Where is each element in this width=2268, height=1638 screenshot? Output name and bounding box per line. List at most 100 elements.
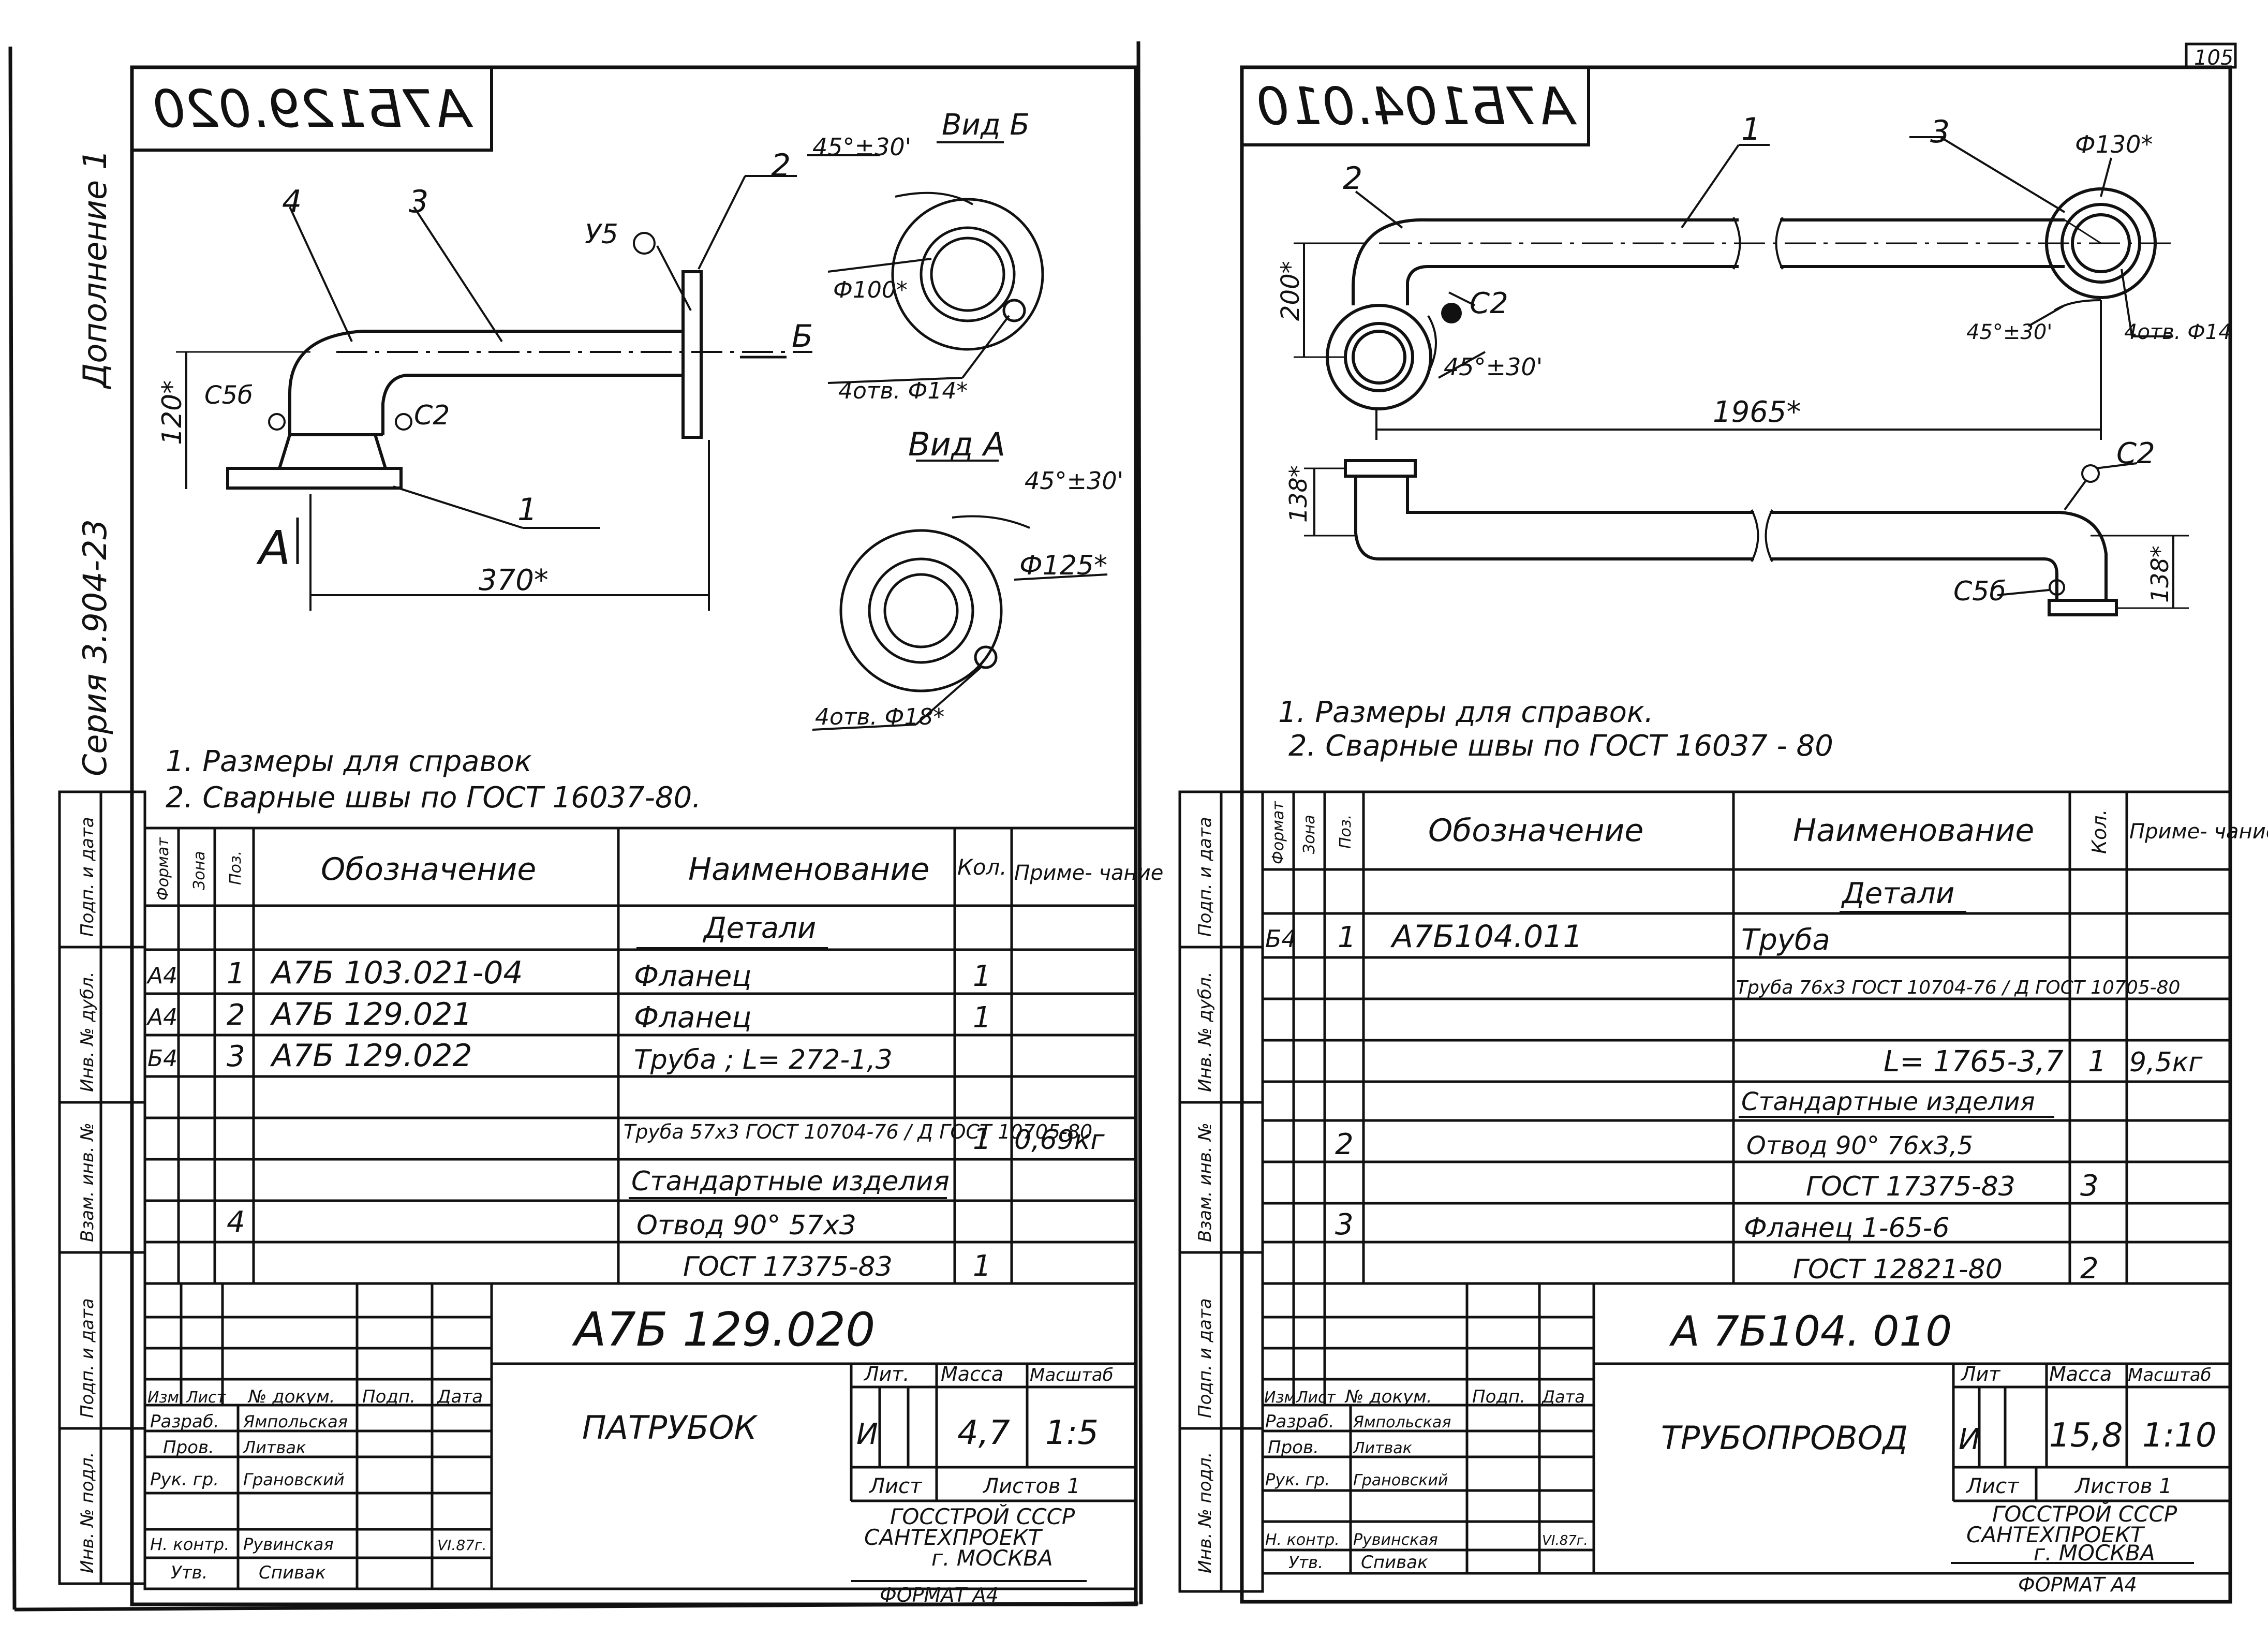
right-title-box: А7Б104.010 xyxy=(1240,66,1590,146)
right-callout-2: 2 xyxy=(1343,160,1362,197)
stamp-r3: Взам. инв. № xyxy=(1195,1123,1215,1242)
cell-name: Фланец xyxy=(634,960,752,993)
right-name-1: Литвак xyxy=(1353,1439,1412,1457)
left-callout-2: 2 xyxy=(771,147,791,184)
right-h-qty: Кол. xyxy=(2088,809,2111,854)
left-name-4: Рувинская xyxy=(243,1534,334,1554)
left-dim-120: 120* xyxy=(157,380,188,445)
left-role-2: Рук. гр. xyxy=(150,1469,219,1490)
left-h-zone: Зона xyxy=(190,851,209,890)
stamp-r1: Инв. № подл. xyxy=(1195,1452,1215,1573)
left-lit: И xyxy=(856,1418,878,1451)
right-h-note: Приме- чание xyxy=(2129,820,2268,844)
right-role-5: Утв. xyxy=(1288,1553,1323,1572)
right-angle-2: 45°±30' xyxy=(1966,320,2052,344)
right-angle-1: 45°±30' xyxy=(1444,353,1543,381)
table-row: А4 1 А7Б 103.021-04 Фланец 1 xyxy=(146,955,991,993)
left-doc-number: А7Б 129.020 xyxy=(572,1303,875,1357)
left-callouts: 4 3 2 1 У5 С2 С5б 120* 370* А Б xyxy=(157,147,813,597)
stamp-l1: Инв. № подл. xyxy=(77,1452,98,1573)
cell-qty: 3 xyxy=(2080,1169,2099,1203)
right-h-format: Формат xyxy=(1269,801,1287,864)
right-name-0: Ямпольская xyxy=(1353,1413,1451,1432)
left-view-b-arrow: Б xyxy=(792,318,813,355)
right-pipeline-side-view xyxy=(1304,459,2189,616)
left-h-name: Наименование xyxy=(688,851,929,888)
right-holes: 4отв. Ф14 xyxy=(2124,320,2232,344)
cell-name: Труба 57x3 ГОСТ 10704-76 / Д ГОСТ 10705-… xyxy=(624,1120,1092,1143)
cell-name: Фланец xyxy=(634,1001,752,1035)
left-org-3: г. МОСКВА xyxy=(931,1545,1053,1571)
cell-designation: А7Б 103.021-04 xyxy=(270,955,523,991)
right-note-2: 2. Сварные швы по ГОСТ 16037 - 80 xyxy=(1288,729,1833,763)
left-h-note: Приме- чание xyxy=(1014,861,1163,885)
cell-designation: А7Б 129.021 xyxy=(270,996,472,1032)
stamp-l3: Взам. инв. № xyxy=(77,1123,98,1242)
right-weld-c56: С5б xyxy=(1953,576,2006,607)
cell-pos: 2 xyxy=(1335,1128,1354,1161)
right-drawing-title: ТРУБОПРОВОД xyxy=(1661,1419,1908,1457)
right-callout-1: 1 xyxy=(1741,111,1761,147)
right-scale: 1:10 xyxy=(2142,1416,2217,1455)
stamp-r4: Инв. № дубл. xyxy=(1195,971,1215,1092)
right-lit: И xyxy=(1959,1423,1980,1456)
left-title-box: А7Б129.020 xyxy=(130,66,493,152)
left-drawing-title: ПАТРУБОК xyxy=(582,1409,758,1447)
left-h-designation: Обозначение xyxy=(321,851,536,888)
right-spec-headers: Формат Зона Поз. Обозначение Наименовани… xyxy=(1269,801,2268,1116)
table-row: 3 Фланец 1-65-6 xyxy=(1335,1208,1950,1244)
right-side-stamp: Подп. и дата Инв. № дубл. Взам. инв. № П… xyxy=(1178,790,1264,1593)
cell-name: Труба xyxy=(1741,923,1830,957)
left-scale: 1:5 xyxy=(1045,1414,1099,1452)
stamp-l5: Подп. и дата xyxy=(77,817,98,937)
left-hdr-list: Лист xyxy=(186,1389,227,1407)
right-weld-c2b: С2 xyxy=(2116,437,2155,470)
right-scale-header: Масштаб xyxy=(2128,1365,2212,1385)
left-date: VI.87г. xyxy=(437,1537,487,1554)
right-note-1: 1. Размеры для справок. xyxy=(1278,696,1654,729)
cell-qty: 2 xyxy=(2080,1252,2099,1286)
left-scale-header: Масштаб xyxy=(1030,1365,1114,1385)
left-name-2: Грановский xyxy=(243,1470,345,1489)
left-section-details: Детали xyxy=(702,911,816,945)
cell-name: Отвод 90° 57x3 xyxy=(636,1210,856,1241)
left-format: ФОРМАТ А4 xyxy=(880,1584,999,1606)
right-h-designation: Обозначение xyxy=(1428,813,1643,849)
cell-name: Труба ; L= 272-1,3 xyxy=(634,1044,893,1075)
left-sheet: Лист xyxy=(868,1474,923,1498)
left-section-std: Стандартные изделия xyxy=(631,1166,950,1197)
left-sheets: Листов 1 xyxy=(982,1474,1080,1498)
right-spec-rows: Б4 1 А7Б104.011 Труба Труба 76x3 ГОСТ 10… xyxy=(1265,919,2203,1286)
stamp-l4: Инв. № дубл. xyxy=(77,971,98,1092)
right-hdr-list: Лист xyxy=(1296,1389,1337,1407)
left-view-b-holes: 4отв. Ф14* xyxy=(838,378,968,404)
left-callout-1: 1 xyxy=(517,492,537,528)
left-h-format: Формат xyxy=(154,837,172,901)
right-dim-200: 200* xyxy=(1276,261,1305,321)
table-row: Труба 57x3 ГОСТ 10704-76 / Д ГОСТ 10705-… xyxy=(624,1120,1105,1156)
cell-name: Фланец 1-65-6 xyxy=(1744,1213,1950,1244)
cell-pos: 4 xyxy=(227,1205,245,1239)
right-name-2: Грановский xyxy=(1353,1471,1448,1489)
right-doc-number: А 7Б104. 010 xyxy=(1669,1307,1952,1355)
right-section-details: Детали xyxy=(1841,877,1954,910)
left-role-0: Разраб. xyxy=(150,1411,219,1432)
right-title-block-text: А 7Б104. 010 ТРУБОПРОВОД Лит Масса Масшт… xyxy=(1264,1307,2217,1596)
left-note-1: 1. Размеры для справок xyxy=(166,745,532,778)
right-lit-header: Лит xyxy=(1960,1363,2001,1385)
left-weld-c2: С2 xyxy=(414,400,450,431)
left-weld-u5: У5 xyxy=(585,219,618,250)
left-role-1: Пров. xyxy=(163,1437,214,1458)
right-mass: 15,8 xyxy=(2049,1416,2123,1455)
right-dia: Ф130* xyxy=(2075,130,2153,158)
right-format: ФОРМАТ А4 xyxy=(2018,1573,2137,1596)
table-row: Б4 1 А7Б104.011 Труба xyxy=(1265,919,1830,957)
right-role-4: Н. контр. xyxy=(1265,1531,1340,1549)
table-row: Б4 3 А7Б 129.022 Труба ; L= 272-1,3 xyxy=(147,1038,893,1075)
left-hdr-doc: № докум. xyxy=(247,1386,335,1407)
right-hdr-sign: Подп. xyxy=(1472,1386,1525,1407)
right-org-3: г. МОСКВА xyxy=(2034,1540,2155,1566)
left-title-block xyxy=(143,1282,1137,1590)
right-h-name: Наименование xyxy=(1793,813,2034,849)
left-side-stamp: Подп. и дата Инв. № дубл. Взам. инв. № П… xyxy=(58,790,146,1585)
